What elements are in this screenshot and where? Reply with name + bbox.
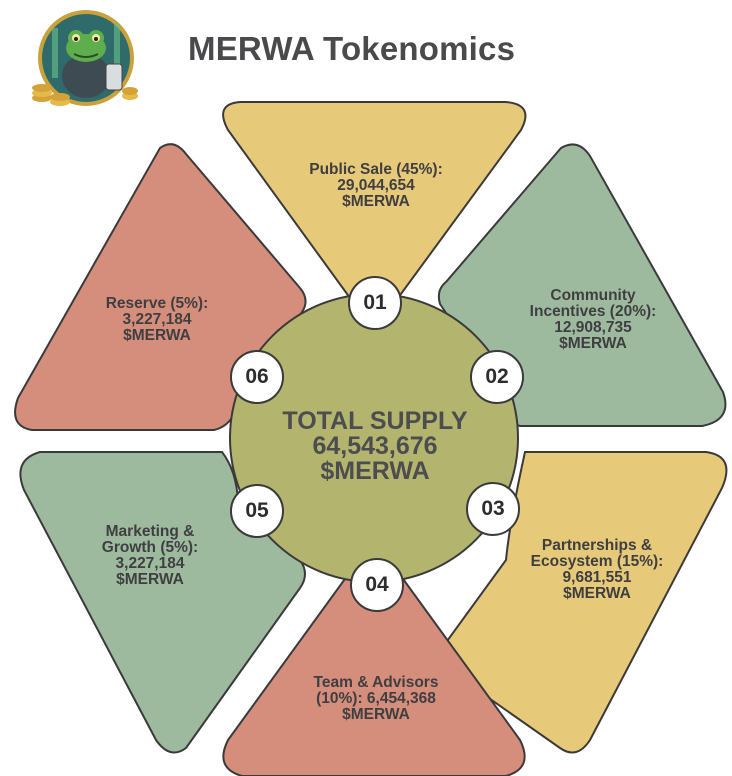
badge-03: 03: [466, 482, 520, 536]
segment-label-public-sale: Public Sale (45%):29,044,654$MERWA: [309, 161, 443, 210]
badge-06: 06: [230, 350, 284, 404]
total-supply-heading: TOTAL SUPPLY: [282, 407, 468, 435]
total-supply-amount: 64,543,676: [312, 432, 438, 460]
segment-label-reserve: Reserve (5%):3,227,184$MERWA: [105, 295, 209, 344]
segment-label-partnerships-ecosystem: Partnerships &Ecosystem (15%):9,681,551$…: [530, 537, 664, 602]
badge-01: 01: [348, 276, 402, 330]
badge-04: 04: [350, 558, 404, 612]
segment-marketing-growth: [19, 451, 306, 754]
total-supply-text: TOTAL SUPPLY 64,543,676 $MERWA: [255, 409, 495, 484]
segment-label-marketing-growth: Marketing &Growth (5%):3,227,184$MERWA: [101, 523, 199, 588]
badge-02: 02: [470, 350, 524, 404]
segment-label-team-advisors: Team & Advisors(10%): 6,454,368$MERWA: [313, 674, 439, 723]
badge-05: 05: [230, 484, 284, 538]
total-supply-unit: $MERWA: [320, 457, 430, 485]
page-title: MERWA Tokenomics: [188, 30, 516, 67]
frog-mascot-logo-icon: [32, 10, 138, 106]
